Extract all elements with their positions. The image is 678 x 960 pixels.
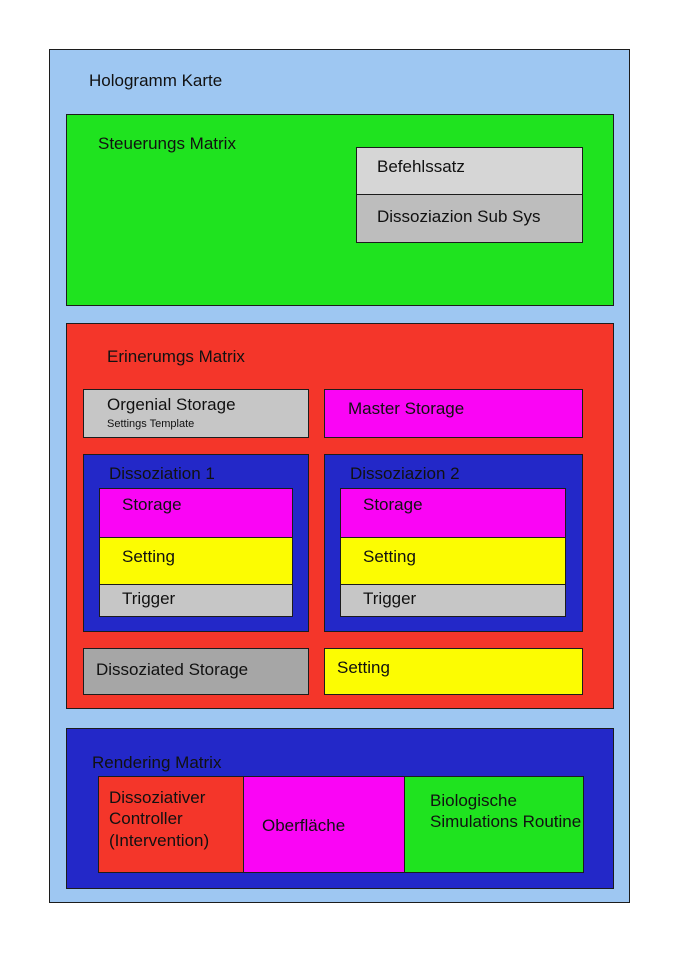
dissoziazion-2-setting-box: Setting — [341, 537, 565, 584]
dissoziation-1-storage-box: Storage — [100, 489, 292, 537]
steuerungs-matrix-label: Steuerungs Matrix — [98, 134, 236, 153]
dissoziated-storage-label: Dissoziated Storage — [96, 660, 249, 679]
dissoziation-1-setting-label: Setting — [122, 547, 175, 566]
oberflaeche-label: Oberfläche — [262, 816, 346, 835]
biologische-routine-label: Biologische Simulations Routine — [430, 791, 582, 832]
dissoziazion-2-storage-label: Storage — [363, 495, 423, 514]
command-stack: Befehlssatz Dissoziazion Sub Sys — [356, 147, 583, 243]
befehlssatz-box: Befehlssatz — [357, 148, 582, 194]
dissoziation-1-label: Dissoziation 1 — [109, 464, 215, 483]
dissoziazion-sub-sys-box: Dissoziazion Sub Sys — [357, 194, 582, 242]
hologramm-karte-box: Hologramm Karte Steuerungs Matrix Befehl… — [49, 49, 630, 903]
dissoziation-1-box: Dissoziation 1 Storage Setting Trigger — [83, 454, 309, 632]
dissoziazion-2-box: Dissoziazion 2 Storage Setting Trigger — [324, 454, 583, 632]
dissoziation-1-trigger-label: Trigger — [122, 589, 176, 608]
oberflaeche-box: Oberfläche — [244, 776, 405, 873]
dissoziazion-2-setting-label: Setting — [363, 547, 416, 566]
dissoziated-storage-box: Dissoziated Storage — [83, 648, 309, 695]
steuerungs-matrix-box: Steuerungs Matrix Befehlssatz Dissoziazi… — [66, 114, 614, 306]
dissoziazion-2-trigger-box: Trigger — [341, 584, 565, 616]
dissoziazion-2-stack: Storage Setting Trigger — [340, 488, 566, 617]
dissoziazion-2-storage-box: Storage — [341, 489, 565, 537]
dissoziazion-sub-sys-label: Dissoziazion Sub Sys — [377, 207, 541, 226]
dissoziazion-2-trigger-label: Trigger — [363, 589, 417, 608]
settings-template-label: Settings Template — [107, 418, 195, 430]
rendering-matrix-label: Rendering Matrix — [92, 753, 222, 772]
orgenial-storage-box: Orgenial Storage Settings Template — [83, 389, 309, 438]
master-storage-label: Master Storage — [348, 399, 465, 418]
dissoziation-1-stack: Storage Setting Trigger — [99, 488, 293, 617]
orgenial-storage-label: Orgenial Storage — [107, 395, 236, 414]
dissoziation-1-setting-box: Setting — [100, 537, 292, 584]
dissoziativer-controller-label: Dissoziativer Controller (Intervention) — [109, 788, 210, 850]
dissoziation-1-storage-label: Storage — [122, 495, 182, 514]
master-storage-box: Master Storage — [324, 389, 583, 438]
dissoziativer-controller-box: Dissoziativer Controller (Intervention) — [98, 776, 244, 873]
rendering-matrix-box: Rendering Matrix Dissoziativer Controlle… — [66, 728, 614, 889]
dissoziazion-2-label: Dissoziazion 2 — [350, 464, 460, 483]
hologramm-karte-label: Hologramm Karte — [89, 71, 223, 90]
dissoziation-1-trigger-box: Trigger — [100, 584, 292, 616]
biologische-routine-box: Biologische Simulations Routine — [405, 776, 584, 873]
erinerumgs-setting-box: Setting — [324, 648, 583, 695]
erinerumgs-setting-label: Setting — [337, 658, 390, 677]
befehlssatz-label: Befehlssatz — [377, 157, 465, 176]
erinerumgs-matrix-box: Erinerumgs Matrix Orgenial Storage Setti… — [66, 323, 614, 709]
erinerumgs-matrix-label: Erinerumgs Matrix — [107, 347, 245, 366]
rendering-row: Dissoziativer Controller (Intervention) … — [98, 776, 584, 873]
